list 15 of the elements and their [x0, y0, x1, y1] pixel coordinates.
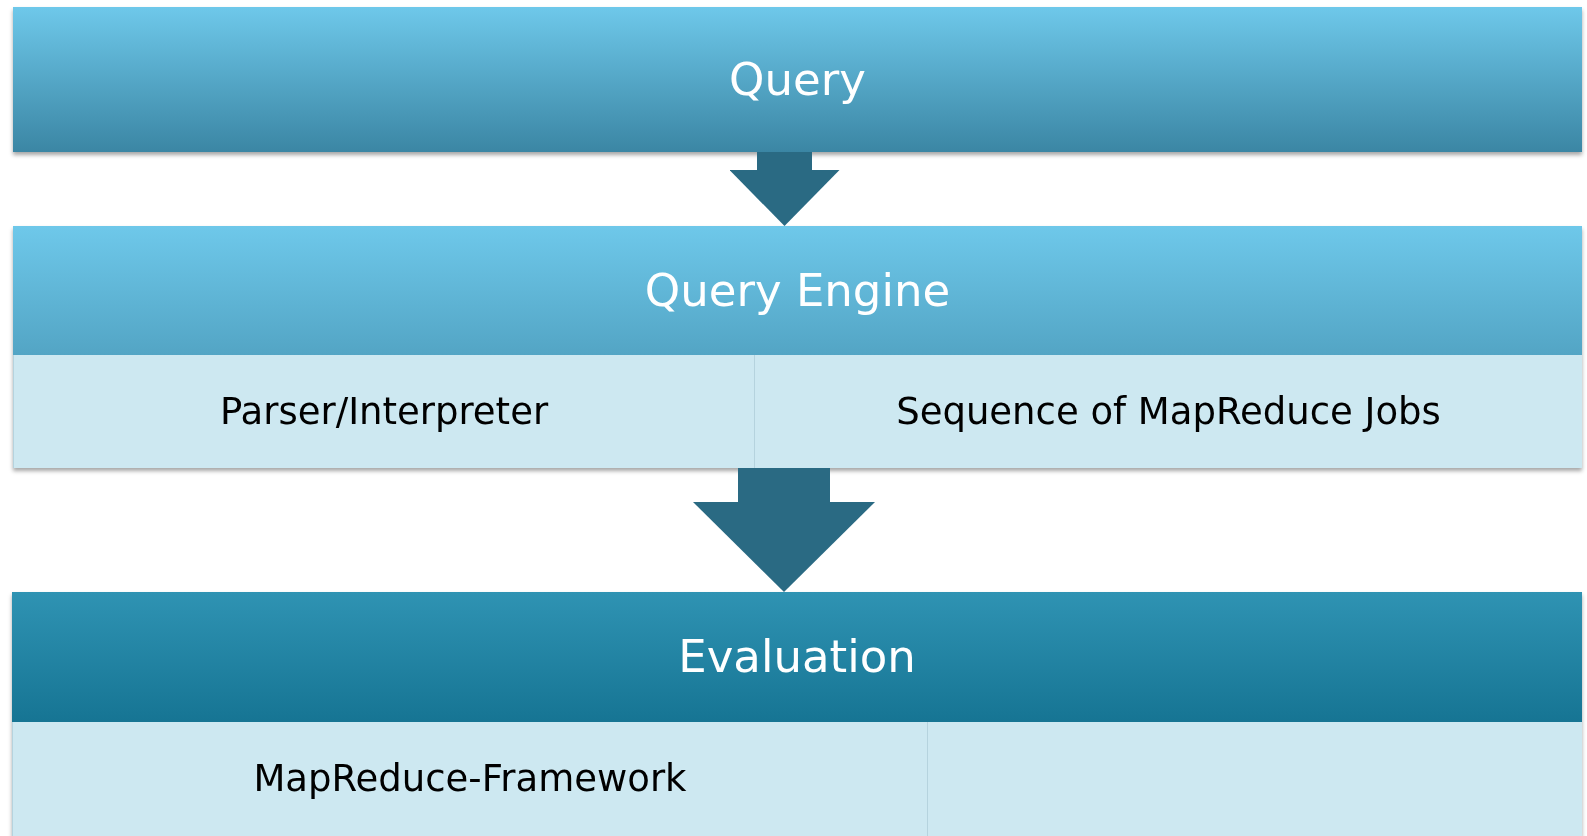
component-box	[927, 722, 1582, 836]
layer-title: Query	[729, 51, 866, 108]
layer-band	[12, 592, 1582, 836]
block-arrow	[729, 152, 840, 226]
layer-band	[13, 7, 1582, 152]
layer-title: Query Engine	[644, 262, 951, 319]
component-box	[12, 722, 927, 836]
layer-band	[13, 226, 1582, 468]
component-box	[754, 355, 1582, 468]
block-arrow	[693, 468, 875, 592]
layer-title: Evaluation	[678, 629, 916, 686]
component-box	[13, 355, 754, 468]
component-label: Sequence of MapReduce Jobs	[896, 388, 1441, 435]
component-label: Parser/Interpreter	[219, 388, 549, 435]
component-label: MapReduce-Framework	[253, 756, 687, 803]
